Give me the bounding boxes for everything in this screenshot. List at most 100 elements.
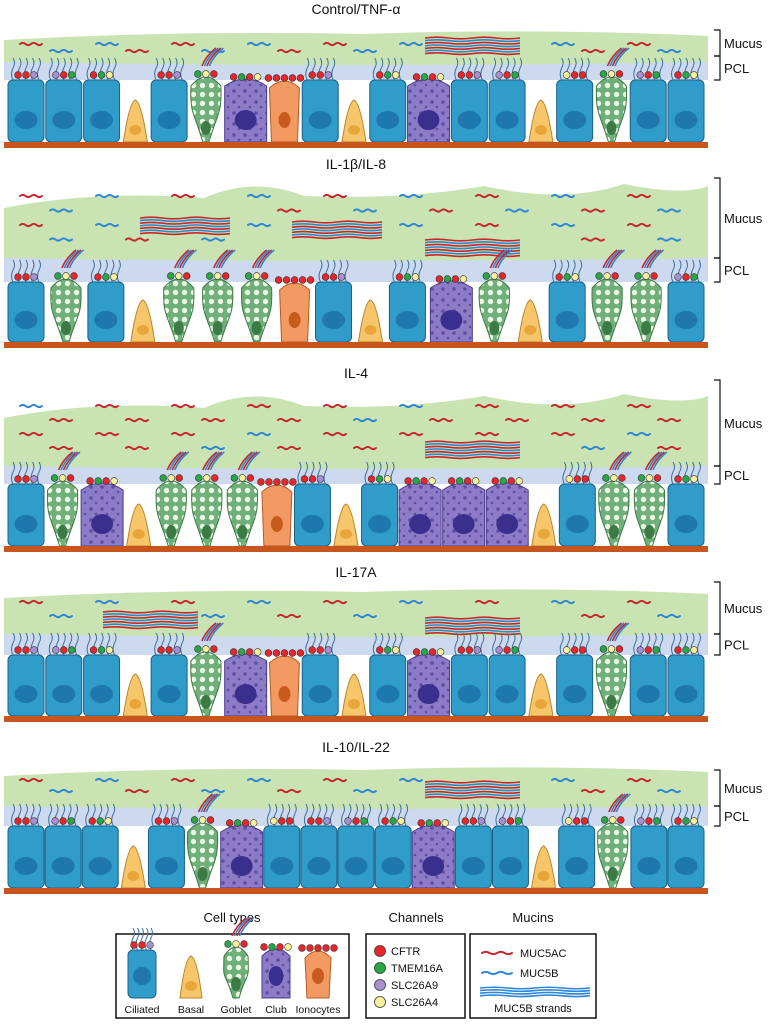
channels [50,474,75,482]
channel-dot [578,646,587,654]
mucin-secretion [602,249,626,269]
mucin-strand-line [424,456,521,460]
secretion-strand [259,249,275,269]
channel-dot [206,272,214,280]
channel-dot [653,817,661,825]
cilium [671,632,675,656]
mucin-secretion [609,451,632,471]
nucleus [489,321,500,335]
cilium [37,57,41,81]
channels [307,817,331,825]
channels [637,817,661,825]
secretion-strand [212,249,229,269]
club-cell [224,648,268,717]
secretion-strand [206,622,222,642]
secretion-strand [611,451,627,471]
channels [495,646,519,654]
cilium [392,259,397,283]
club-cell [407,73,451,143]
muc5ac-wave [171,41,195,47]
channel-dot [198,816,207,824]
muc5ac-wave [551,403,575,409]
nucleus [57,525,68,539]
muc5ac-wave [19,41,43,47]
channel-dot [690,273,698,281]
mucin-strand-line [291,236,383,240]
mucin-secretion [237,451,261,471]
channels [482,272,506,280]
channel-dot [22,475,30,483]
channel-dot [105,646,114,654]
channel-dot [30,475,38,483]
nucleus [417,684,440,704]
channels [229,73,262,81]
channel-dot [652,646,660,654]
nucleus [234,110,257,130]
channel-dot [308,646,316,654]
channels [601,816,625,824]
goblet-cell [191,451,225,547]
muc5ac-wave [277,788,301,794]
legend-strand-line [479,991,591,995]
channel-dot [173,71,181,79]
channel-dot [463,477,472,485]
muc5b-wave [49,208,73,213]
channels [88,817,112,825]
pcl-bracket [714,805,721,827]
channel-dot [690,646,698,654]
channels [194,70,218,78]
cilium [697,803,701,827]
muc5b-wave [95,193,119,199]
channel-dot [30,817,38,825]
club-cell [411,819,455,889]
cilium [266,803,271,827]
cilium [585,632,590,656]
mucin-strand-line [424,450,521,454]
muc5b-wave [657,788,681,794]
cilium [11,259,15,283]
legend-item-ciliated [127,927,157,999]
channel-dot [352,817,360,825]
channels [564,817,589,825]
muc5b-wave [353,613,377,619]
channels [229,648,262,656]
channel-dot [436,648,445,656]
channel-dot [22,817,30,825]
muc5ac-wave [475,431,499,437]
nucleus [173,321,184,335]
channel-dot [674,646,682,654]
cilium [492,632,497,656]
channel-dot [214,272,222,280]
channel-dot [610,474,618,482]
secretion-strand [647,451,663,471]
muc5b-wave [247,193,271,199]
channel-dot [495,71,503,79]
channel-dot [298,944,306,952]
channel-dot [268,943,276,951]
secretion-strand [174,249,190,269]
club-cell [80,477,124,547]
muc5b-wave [49,613,73,619]
channel-dot [60,646,68,654]
nucleus [132,529,145,539]
panel-title: Control/TNF-α [312,1,401,17]
goblet-cell [226,451,261,547]
secretion-strand [237,451,253,471]
nucleus [563,111,587,129]
muc5ac-wave [323,599,347,605]
mucin-secretion [197,793,221,813]
goblet-cell [591,249,626,343]
channel-dot [67,817,75,825]
muc5ac-wave [19,599,43,605]
mucin-secretion [166,451,190,471]
secretion-strand [245,451,261,471]
legend-strand-line [479,989,591,993]
channel-dot [644,646,652,654]
nucleus [641,321,652,335]
channel-dot [376,71,384,79]
nucleus [457,685,481,703]
channel-dot [162,817,171,825]
mucin-strand-line [424,36,521,40]
channels [190,816,215,824]
nucleus [452,514,475,534]
